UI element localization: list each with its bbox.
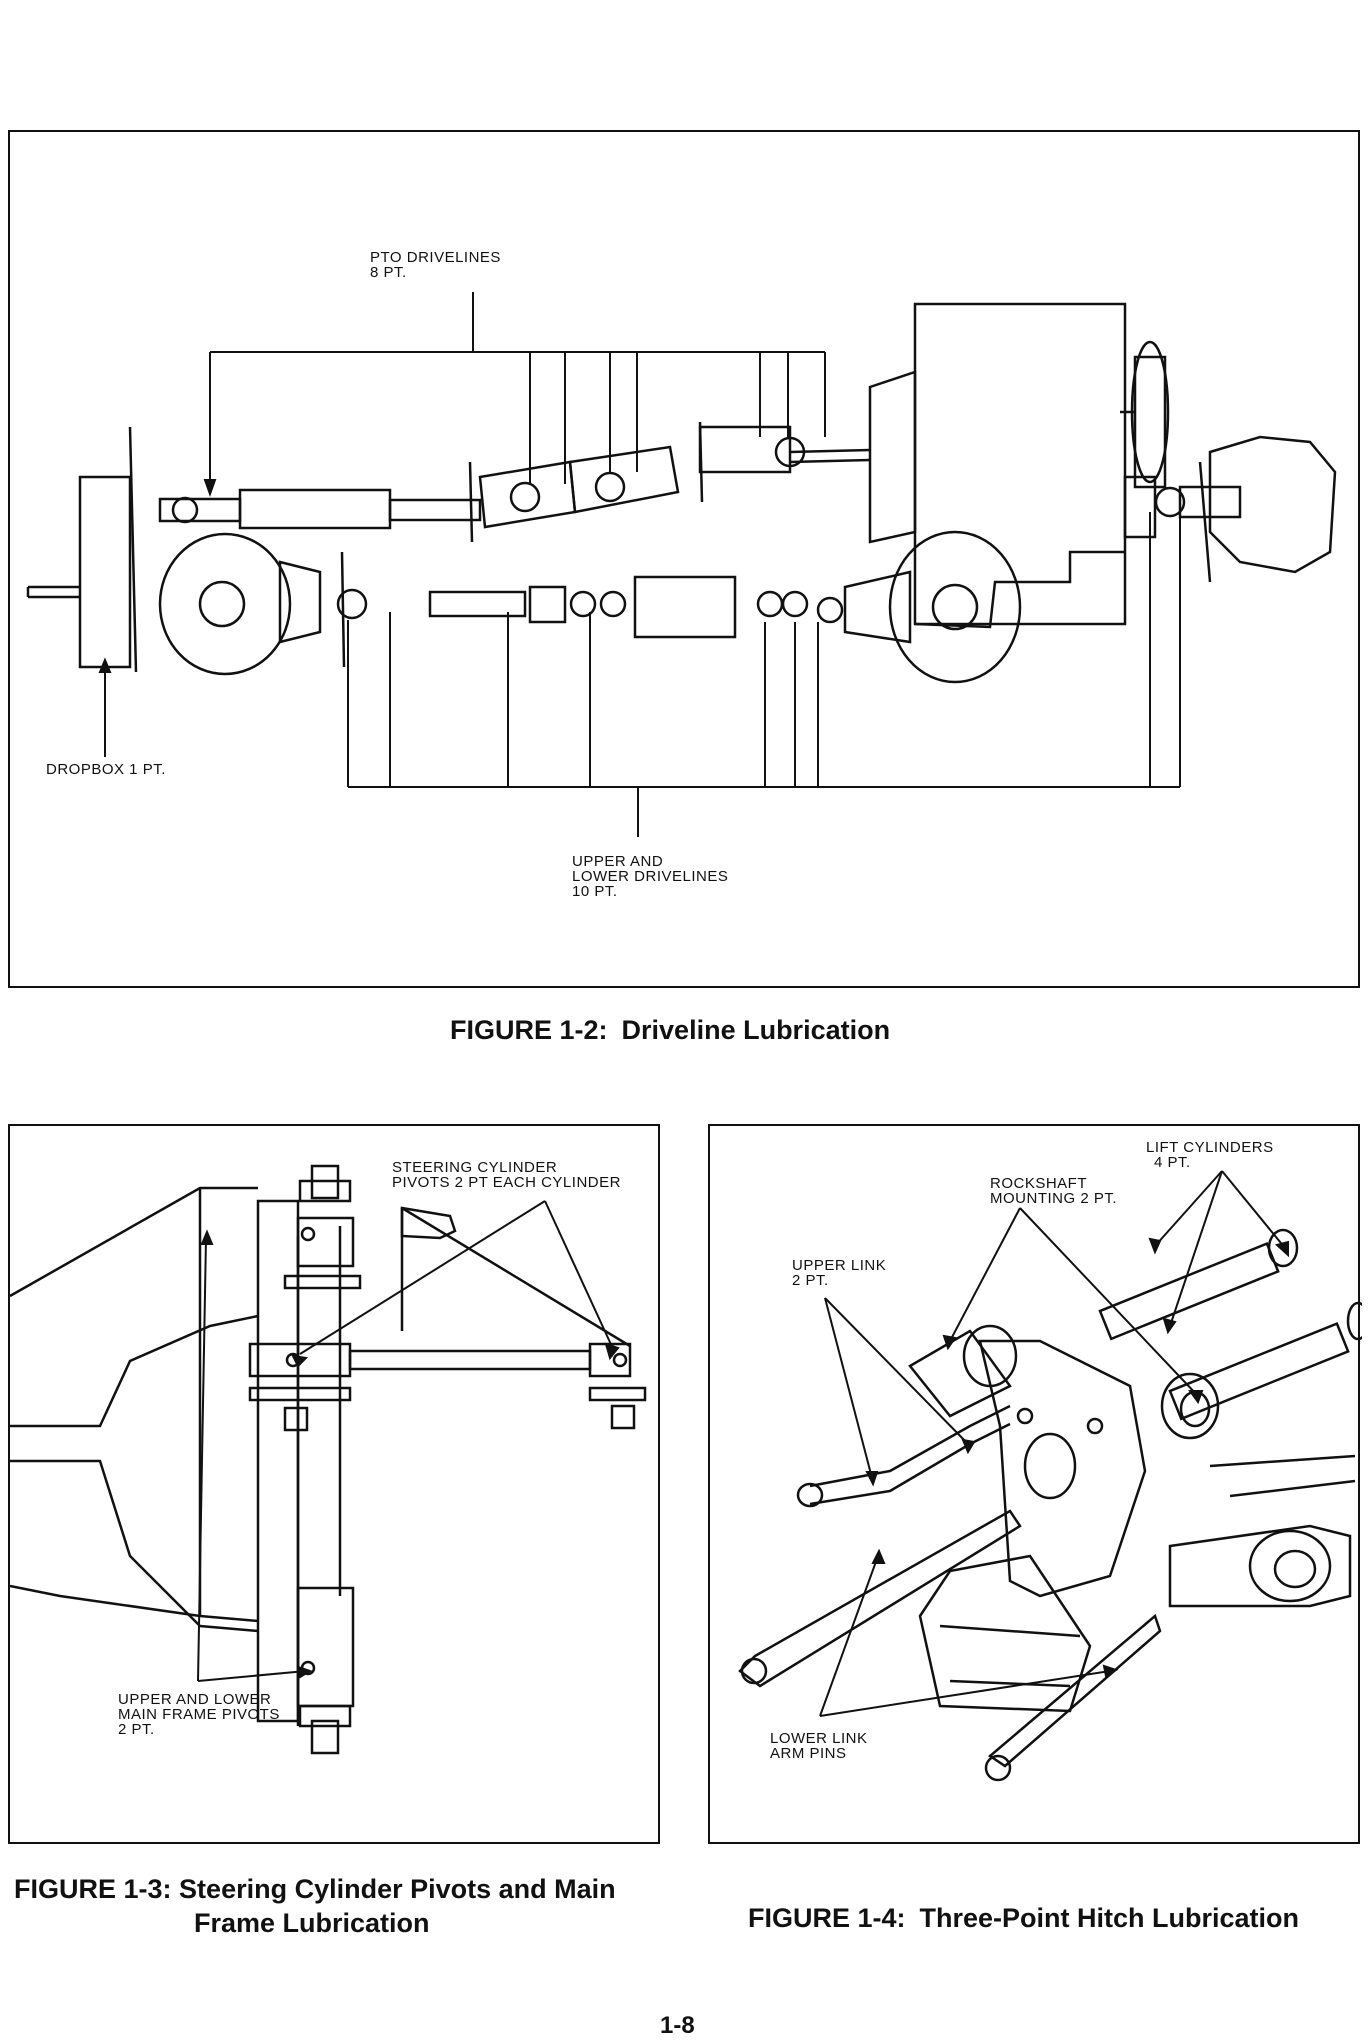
figure-1-4-frame: LIFT CYLINDERS 4 PT. ROCKSHAFT MOUNTING …: [708, 1124, 1362, 1844]
callout-lift-line2: 4 PT.: [1154, 1154, 1191, 1171]
callout-upper-link-line1: UPPER LINK: [792, 1257, 887, 1274]
figure-1-2-title: Driveline Lubrication: [621, 1015, 891, 1045]
callout-pto-line1: PTO DRIVELINES: [370, 249, 501, 266]
figure-1-2-number: FIGURE 1-2:: [450, 1015, 608, 1045]
figure-1-3-caption: FIGURE 1-3: Steering Cylinder Pivots and…: [14, 1872, 616, 1940]
figure-1-3-title-line1: Steering Cylinder Pivots and Main: [179, 1874, 616, 1904]
callout-pto-drivelines: PTO DRIVELINES 8 PT.: [370, 250, 501, 280]
callout-upper-lower-line2: LOWER DRIVELINES: [572, 868, 729, 885]
steering-frame-illustration: [10, 1164, 647, 1755]
callout-lift-line1: LIFT CYLINDERS: [1146, 1139, 1274, 1156]
callout-lower-link-line2: ARM PINS: [770, 1745, 847, 1762]
page-number: 1-8: [660, 2012, 695, 2039]
callout-lift-cylinders: LIFT CYLINDERS 4 PT.: [1146, 1140, 1274, 1170]
callout-rockshaft-mounting: ROCKSHAFT MOUNTING 2 PT.: [990, 1176, 1117, 1206]
figure-1-2-caption: FIGURE 1-2: Driveline Lubrication: [450, 1015, 890, 1046]
callout-upper-lower-line3: 10 PT.: [572, 883, 618, 900]
figure-1-4-title: Three-Point Hitch Lubrication: [919, 1903, 1300, 1933]
callout-main-frame-pivots: UPPER AND LOWER MAIN FRAME PIVOTS 2 PT.: [118, 1692, 280, 1737]
callout-steering-cylinder: STEERING CYLINDER PIVOTS 2 PT EACH CYLIN…: [392, 1160, 621, 1190]
callout-rockshaft-line2: MOUNTING 2 PT.: [990, 1190, 1118, 1207]
callout-frame-line1: UPPER AND LOWER: [118, 1691, 272, 1708]
figure-1-4-caption: FIGURE 1-4: Three-Point Hitch Lubrication: [748, 1903, 1299, 1934]
dropbox-housing: [78, 475, 132, 669]
callout-frame-line3: 2 PT.: [118, 1721, 155, 1738]
callout-dropbox-text: DROPBOX 1 PT.: [46, 761, 166, 778]
figure-1-4-number: FIGURE 1-4:: [748, 1903, 906, 1933]
callout-lower-link-arm-pins: LOWER LINK ARM PINS: [770, 1731, 868, 1761]
callout-steering-line1: STEERING CYLINDER: [392, 1159, 558, 1176]
callout-frame-line2: MAIN FRAME PIVOTS: [118, 1706, 280, 1723]
three-point-hitch-illustration: [738, 1170, 1362, 1782]
callout-rockshaft-line1: ROCKSHAFT: [990, 1175, 1088, 1192]
driveline-illustration: [26, 292, 1337, 837]
figure-1-2-frame: PTO DRIVELINES 8 PT. DROPBOX 1 PT. UPPER…: [8, 130, 1360, 988]
callout-pto-line2: 8 PT.: [370, 264, 407, 281]
callout-lower-link-line1: LOWER LINK: [770, 1730, 868, 1747]
figure-1-3-frame: STEERING CYLINDER PIVOTS 2 PT EACH CYLIN…: [8, 1124, 660, 1844]
figure-1-3-number: FIGURE 1-3:: [14, 1874, 172, 1904]
callout-dropbox: DROPBOX 1 PT.: [46, 762, 166, 777]
callout-upper-link: UPPER LINK 2 PT.: [792, 1258, 886, 1288]
callout-upper-lower-drivelines: UPPER AND LOWER DRIVELINES 10 PT.: [572, 854, 728, 899]
callout-upper-lower-line1: UPPER AND: [572, 853, 664, 870]
callout-steering-line2: PIVOTS 2 PT EACH CYLINDER: [392, 1174, 621, 1191]
callout-upper-link-line2: 2 PT.: [792, 1272, 829, 1289]
figure-1-3-title-line2: Frame Lubrication: [194, 1908, 430, 1938]
